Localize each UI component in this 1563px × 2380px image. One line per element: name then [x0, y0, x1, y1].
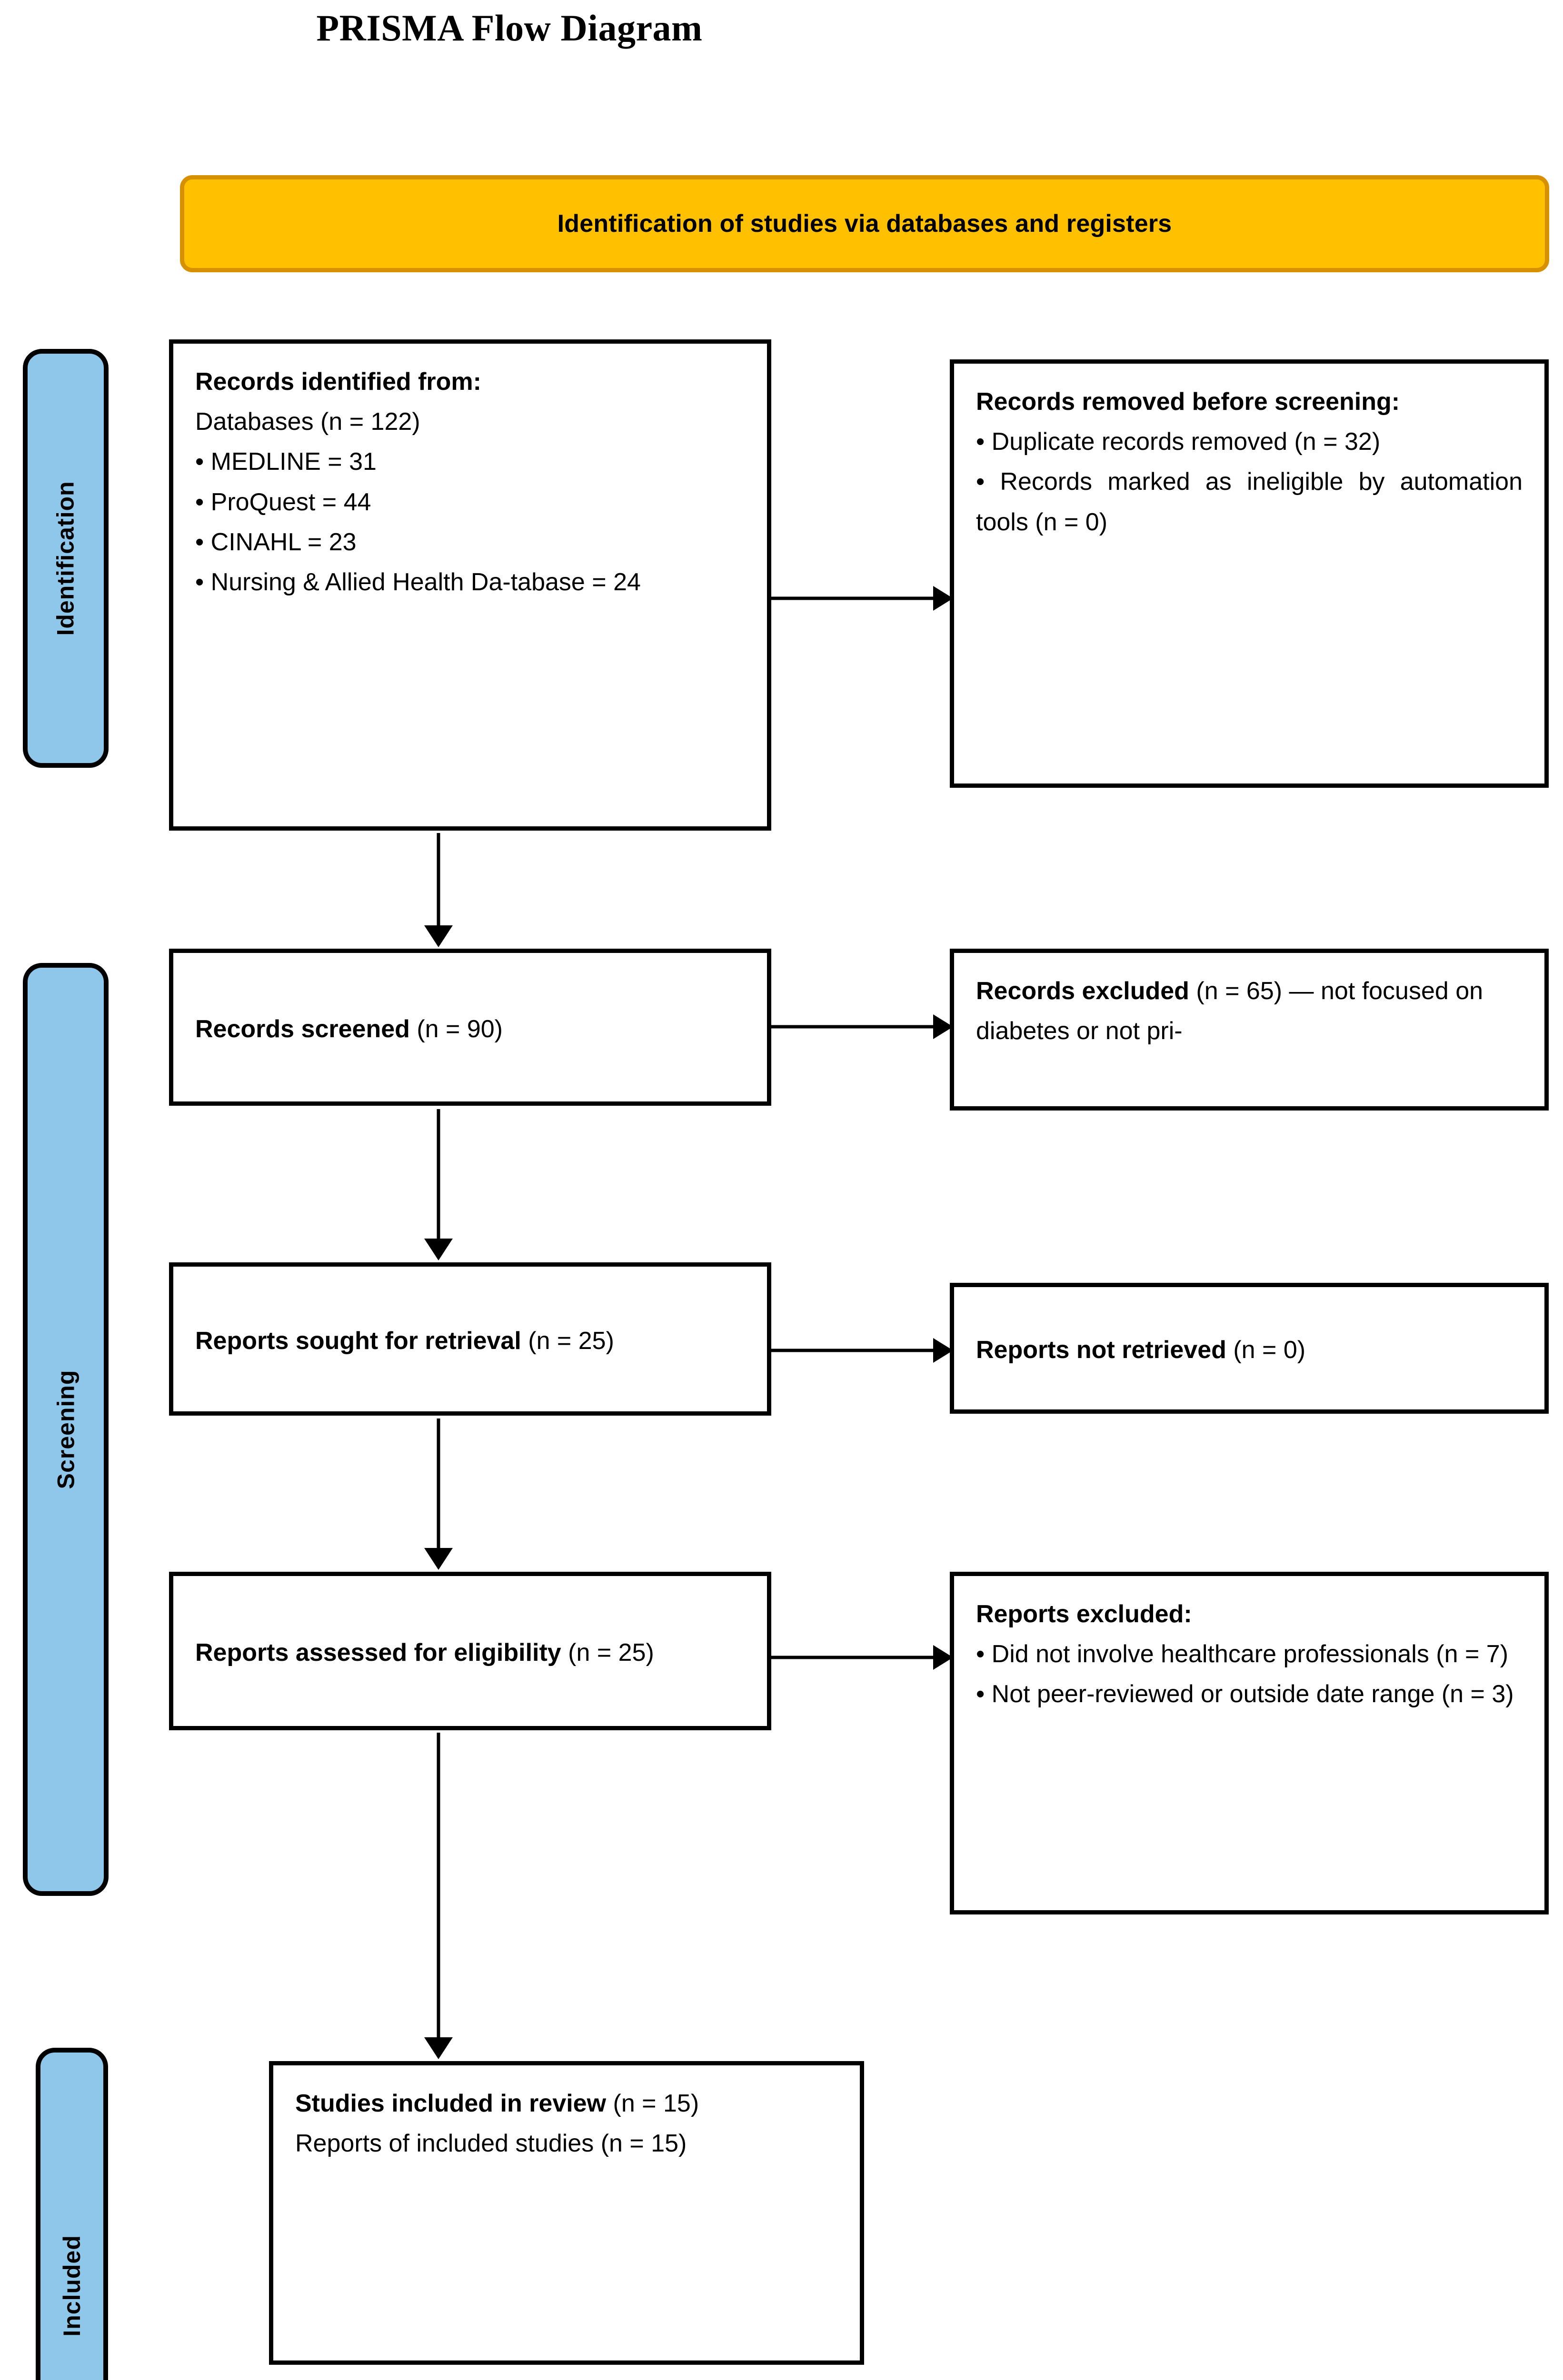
arrow-head: [933, 1645, 953, 1670]
arrow-shaft: [437, 1733, 440, 2038]
box-records-screened: Records screened (n = 90): [169, 949, 771, 1106]
stage-bar-included: Included: [36, 2048, 108, 2380]
arrow-assessed-to-included-icon: [424, 1733, 453, 2059]
box-records-removed: Records removed before screening: • Dupl…: [950, 359, 1549, 788]
stage-label-identification: Identification: [52, 481, 80, 636]
box-reports-sought-text: Reports sought for retrieval (n = 25): [195, 1327, 614, 1355]
arrow-shaft: [771, 596, 936, 600]
arrow-head: [933, 586, 953, 611]
box-studies-included-second-line: Reports of included studies (n = 15): [295, 2130, 687, 2158]
box-records-excluded-text: Records excluded (n = 65) — not focused …: [976, 977, 1483, 1045]
box-records-removed-heading: Records removed before screening:: [976, 388, 1400, 416]
box-reports-sought: Reports sought for retrieval (n = 25): [169, 1262, 771, 1416]
arrow-shaft: [437, 833, 440, 926]
arrow-identified-to-screened-icon: [424, 833, 453, 947]
box-records-identified-line-0: Databases (n = 122): [195, 408, 420, 436]
stage-label-screening: Screening: [52, 1369, 79, 1489]
arrow-screened-to-excluded-icon: [771, 1014, 953, 1040]
box-records-identified-line-1: • MEDLINE = 31: [195, 448, 377, 476]
arrow-head: [424, 1548, 453, 1570]
box-reports-not-retrieved-text: Reports not retrieved (n = 0): [976, 1336, 1306, 1364]
box-records-removed-line-0: • Duplicate records removed (n = 32): [976, 428, 1381, 456]
stage-bar-screening: Screening: [23, 963, 109, 1896]
arrow-head: [933, 1014, 953, 1039]
arrow-shaft: [771, 1656, 936, 1659]
arrow-identified-to-removed-icon: [771, 585, 953, 611]
page-title: PRISMA Flow Diagram: [316, 7, 703, 49]
box-records-identified-line-2: • ProQuest = 44: [195, 488, 371, 516]
box-records-excluded: Records excluded (n = 65) — not focused …: [950, 949, 1549, 1111]
box-records-identified-line-3: • CINAHL = 23: [195, 528, 357, 556]
stage-bar-identification: Identification: [23, 349, 109, 768]
box-reports-excluded-line-0: • Did not involve healthcare professiona…: [976, 1640, 1509, 1668]
box-reports-assessed: Reports assessed for eligibility (n = 25…: [169, 1572, 771, 1730]
box-reports-excluded-heading: Reports excluded:: [976, 1600, 1192, 1628]
arrow-shaft: [771, 1025, 936, 1029]
box-studies-included-text: Studies included in review (n = 15): [295, 2090, 699, 2117]
box-reports-assessed-text: Reports assessed for eligibility (n = 25…: [195, 1639, 654, 1667]
box-records-removed-line-1: • Records marked as ineligible by automa…: [976, 468, 1523, 536]
arrow-head: [424, 925, 453, 947]
arrow-head: [424, 2037, 453, 2059]
identification-banner: Identification of studies via databases …: [180, 175, 1549, 272]
box-records-identified-line-4: • Nursing & Allied Health Da-tabase = 24: [195, 568, 641, 596]
arrow-head: [933, 1338, 953, 1363]
arrow-screened-to-sought-icon: [424, 1109, 453, 1260]
box-records-screened-text: Records screened (n = 90): [195, 1015, 503, 1043]
box-reports-excluded-line-1: • Not peer-reviewed or outside date rang…: [976, 1680, 1514, 1708]
identification-banner-label: Identification of studies via databases …: [557, 210, 1172, 238]
arrow-sought-to-assessed-icon: [424, 1418, 453, 1570]
arrow-shaft: [437, 1109, 440, 1240]
box-reports-not-retrieved: Reports not retrieved (n = 0): [950, 1283, 1549, 1414]
arrow-assessed-to-reports-excluded-icon: [771, 1645, 953, 1670]
arrow-sought-to-not-retrieved-icon: [771, 1338, 953, 1363]
arrow-shaft: [771, 1349, 936, 1352]
stage-label-included: Included: [59, 2235, 86, 2337]
arrow-head: [424, 1239, 453, 1260]
box-reports-excluded: Reports excluded: • Did not involve heal…: [950, 1572, 1549, 1914]
arrow-shaft: [437, 1418, 440, 1549]
box-records-identified: Records identified from: Databases (n = …: [169, 339, 771, 831]
box-studies-included: Studies included in review (n = 15) Repo…: [269, 2061, 864, 2365]
box-records-identified-heading: Records identified from:: [195, 368, 481, 396]
